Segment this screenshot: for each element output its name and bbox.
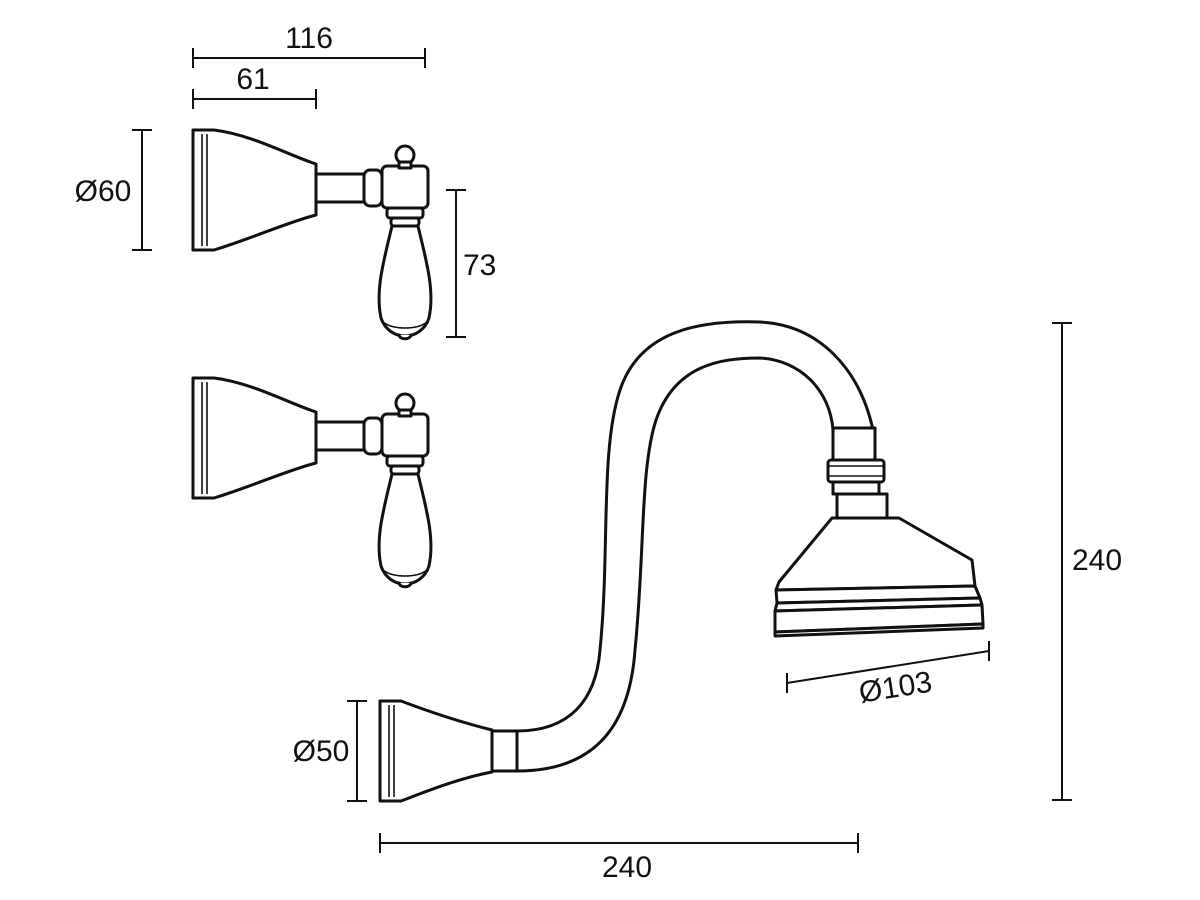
dimension-diameter-103: Ø103 bbox=[786, 641, 990, 710]
valve-handle-top bbox=[191, 128, 433, 341]
dimension-label-diameter-60: Ø60 bbox=[75, 175, 132, 208]
dimension-diameter-60: Ø60 bbox=[75, 129, 152, 251]
dimension-61: 61 bbox=[192, 63, 317, 109]
dimension-label-116: 116 bbox=[285, 22, 333, 55]
dimension-label-240-horizontal: 240 bbox=[602, 851, 652, 884]
dimension-73: 73 bbox=[446, 189, 496, 338]
dimension-label-240-vertical: 240 bbox=[1072, 544, 1122, 577]
dimension-diameter-50: Ø50 bbox=[293, 700, 367, 802]
shower-arm bbox=[378, 320, 889, 803]
dimension-240-vertical: 240 bbox=[1052, 322, 1122, 801]
dimension-240-horizontal: 240 bbox=[379, 833, 859, 884]
dimension-label-61: 61 bbox=[236, 63, 269, 96]
dimension-label-diameter-50: Ø50 bbox=[293, 735, 350, 768]
dimension-label-diameter-103: Ø103 bbox=[857, 666, 935, 710]
shower-head bbox=[773, 516, 985, 638]
valve-handle-bottom bbox=[191, 376, 433, 589]
dimension-116: 116 bbox=[192, 22, 426, 68]
dimension-label-73: 73 bbox=[463, 249, 496, 282]
